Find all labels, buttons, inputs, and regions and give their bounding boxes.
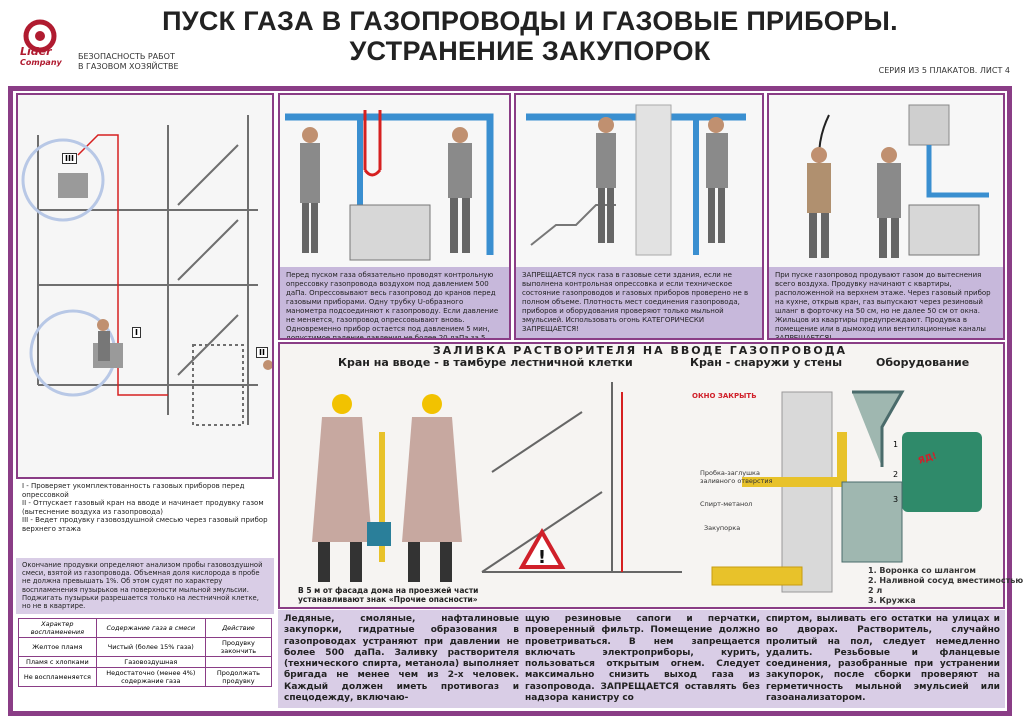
svg-text:!: ! [538,547,546,568]
window-close-label: ОКНО ЗАКРЫТЬ [692,392,757,400]
completion-note: Окончание продувки определяют анализом п… [16,558,274,614]
heading-outside-wall: Кран - снаружи у стены [690,356,843,369]
note-i: I - Проверяет укомплектованность газовых… [22,482,245,499]
series-label: СЕРИЯ ИЗ 5 ПЛАКАТОВ. ЛИСТ 4 [878,66,1010,75]
soap-check-illustration [516,95,762,267]
blockage-label: Закупорка [704,524,741,532]
label-I: I [132,327,141,338]
heading-inlet-vestibule: Кран на вводе - в тамбуре лестничной кле… [338,356,633,369]
bottom-text-col3: спиртом, выливать его остатки на улицах … [766,614,1000,704]
bottom-text-col2: щую резиновые сапоги и перчатки, провере… [525,614,760,704]
building-illustration [21,115,272,426]
table-header: Характер воспламенения [18,618,97,638]
table-header: Содержание газа в смеси [95,618,206,638]
pour-section [278,342,1005,609]
caption-pressure-test: Перед пуском газа обязательно проводят к… [280,267,509,338]
table-row: Пламя с хлопками Газовоздушная [18,656,273,668]
table-header: Действие [204,618,273,638]
label-II: II [256,347,268,358]
soap-check-scene: ЗАПРЕЩАЕТСЯ пуск газа в газовые сети зда… [514,93,764,340]
pour-illustration: ! [312,382,982,593]
methanol-label: Спирт-метанол [700,500,753,508]
building-panel: III I II [16,93,274,479]
poster-frame [8,86,1012,716]
left-notes: I - Проверяет укомплектованность газовых… [22,482,272,533]
table-row: Не воспламеняется Недостаточно (менее 4%… [18,667,273,687]
note-ii: II - Отпускает газовый кран на вводе и н… [22,499,264,516]
purge-illustration [769,95,1003,267]
caption-soap-check: ЗАПРЕЩАЕТСЯ пуск газа в газовые сети зда… [516,267,762,338]
ignition-table: Характер воспламенения Содержание газа в… [18,618,273,687]
sign-caption: В 5 м от фасада дома на проезжей части у… [298,586,479,604]
equipment-number-1: 1 [893,440,899,449]
table-row: Желтое пламя Чистый (более 15% газа) Про… [18,637,273,657]
lider-logo-icon [23,19,57,53]
logo-text: Lider Company [20,45,62,67]
caption-purge: При пуске газопровод продувают газом до … [769,267,1003,338]
label-III: III [62,153,77,164]
equipment-number-3: 3 [893,495,899,504]
pour-section-title: ЗАЛИВКА РАСТВОРИТЕЛЯ НА ВВОДЕ ГАЗОПРОВОД… [432,344,848,357]
poster-subtitle: БЕЗОПАСНОСТЬ РАБОТ В ГАЗОВОМ ХОЗЯЙСТВЕ [78,52,179,71]
equipment-list: 1. Воронка со шлангом 2. Наливной сосуд … [868,566,1024,605]
heading-equipment: Оборудование [876,356,970,369]
note-iii: III - Ведет продувку газовоздушной смесь… [22,516,268,533]
bottom-text-band [278,610,1005,708]
purge-scene: При пуске газопровод продувают газом до … [767,93,1005,340]
equipment-number-2: 2 [893,470,899,479]
plug-label: Пробка-заглушка заливного отверстия [700,469,773,485]
bottom-text-col1: Ледяные, смоляные, нафталиновые закупорк… [284,614,519,704]
pressure-test-illustration [280,95,509,267]
pressure-test-scene: Перед пуском газа обязательно проводят к… [278,93,511,340]
poster-title: ПУСК ГАЗА В ГАЗОПРОВОДЫ И ГАЗОВЫЕ ПРИБОР… [162,6,898,66]
